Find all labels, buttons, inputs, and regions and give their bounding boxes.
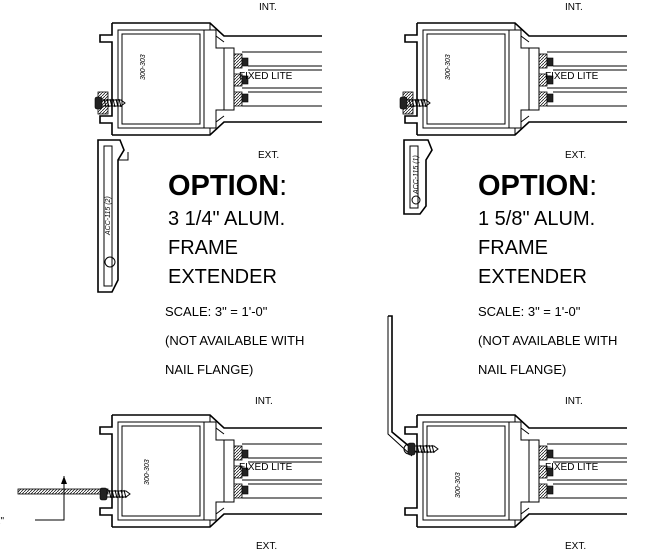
option-b-fixed-lite-label: FIXED LITE bbox=[545, 71, 599, 82]
flashing-ext-label: EXT. bbox=[565, 541, 586, 552]
option-a-fixed-lite-label: FIXED LITE bbox=[239, 71, 293, 82]
option-b-note-line1: (NOT AVAILABLE WITH bbox=[478, 333, 617, 348]
flashing-frame-part-label: 300-303 bbox=[455, 472, 462, 498]
option-a-int-label: INT. bbox=[259, 2, 277, 13]
nail-flange-fixed-lite-label: FIXED LITE bbox=[239, 462, 293, 473]
flashing-int-label: INT. bbox=[565, 396, 583, 407]
nail-flange-int-label: INT. bbox=[255, 396, 273, 407]
option-b-size: 1 5/8" ALUM. bbox=[478, 208, 595, 230]
option-b-note-line2: NAIL FLANGE) bbox=[478, 362, 566, 377]
option-b-scale: SCALE: 3" = 1'-0" bbox=[478, 304, 581, 319]
option-b-frame-part-label: 300-303 bbox=[445, 54, 452, 80]
nail-flange-frame-part-label: 300-303 bbox=[144, 459, 151, 485]
nail-flange-ext-label: EXT. bbox=[256, 541, 277, 552]
option-a-title: OPTION: bbox=[168, 170, 287, 202]
option-a-size: 3 1/4" ALUM. bbox=[168, 208, 285, 230]
option-b-ext-label: EXT. bbox=[565, 150, 586, 161]
option-b-frame-word: FRAME bbox=[478, 237, 548, 259]
option-a-note-line2: NAIL FLANGE) bbox=[165, 362, 253, 377]
option-a-ext-label: EXT. bbox=[258, 150, 279, 161]
option-a-extender-part-label: ACC-115 (2) bbox=[105, 196, 112, 236]
option-a-frame-part-label: 300-303 bbox=[140, 54, 147, 80]
option-b-frame-section bbox=[399, 22, 628, 215]
option-a-scale: SCALE: 3" = 1'-0" bbox=[165, 304, 268, 319]
flashing-frame-section bbox=[387, 315, 628, 528]
option-b-extender-part-label: ACC-115 (1) bbox=[413, 155, 420, 195]
nail-flange-frame-section bbox=[17, 414, 323, 528]
option-b-extender-word: EXTENDER bbox=[478, 266, 587, 288]
option-a-frame-section bbox=[94, 22, 323, 293]
option-b-int-label: INT. bbox=[565, 2, 583, 13]
option-a-frame-word: FRAME bbox=[168, 237, 238, 259]
flashing-fixed-lite-label: FIXED LITE bbox=[545, 462, 599, 473]
nail-flange-dimension: 2" bbox=[0, 516, 5, 527]
option-a-note-line1: (NOT AVAILABLE WITH bbox=[165, 333, 304, 348]
option-b-title: OPTION: bbox=[478, 170, 597, 202]
option-a-extender-word: EXTENDER bbox=[168, 266, 277, 288]
